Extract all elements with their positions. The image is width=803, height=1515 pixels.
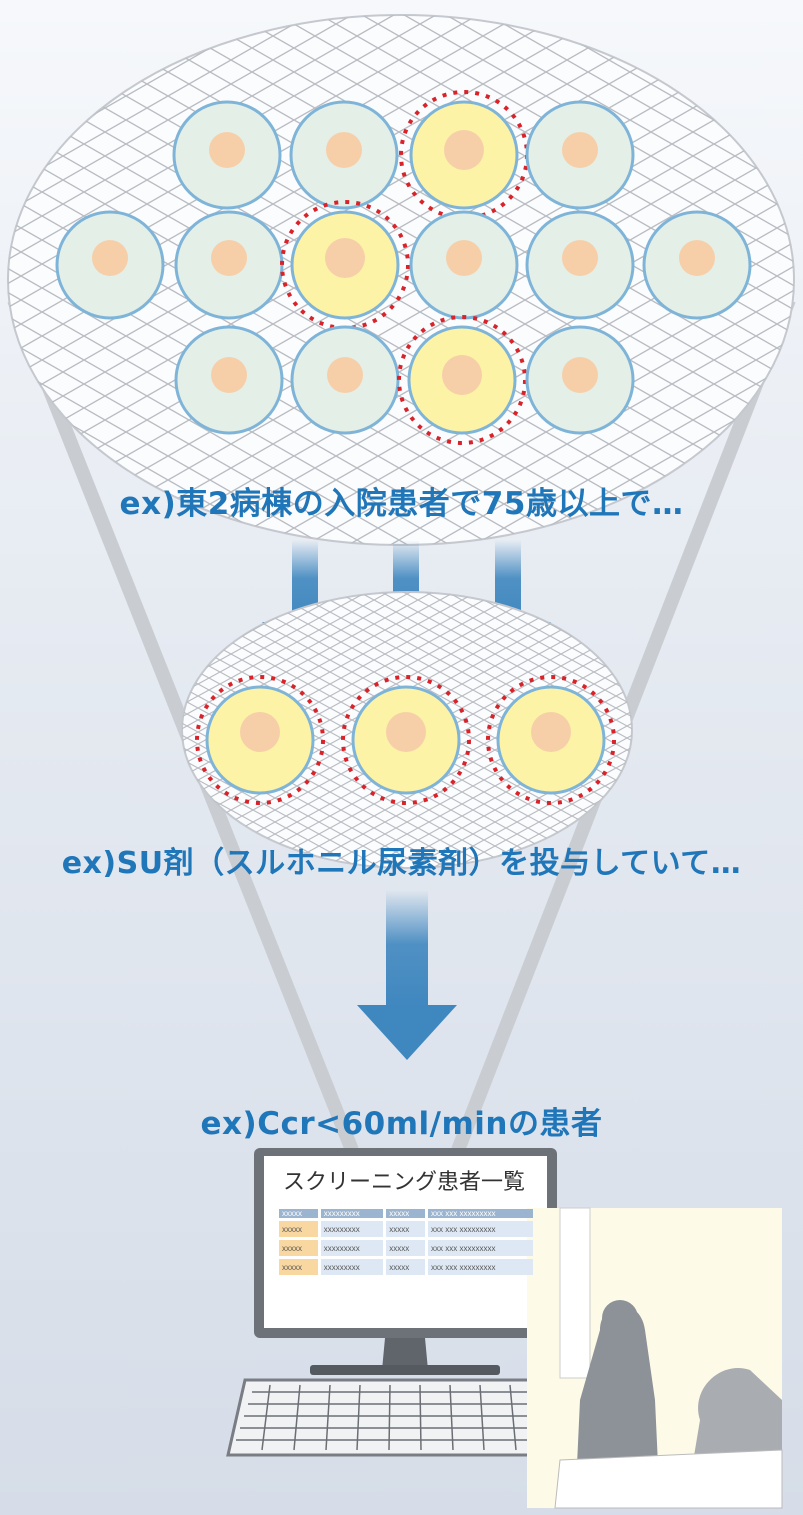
table-cell: xxxxx: [279, 1240, 318, 1256]
table-cell: xxx xxx xxxxxxxxx: [428, 1221, 533, 1237]
step3-caption: ex)Ccr<60ml/minの患者: [200, 1106, 603, 1142]
table-header-cell: xxx xxx xxxxxxxxx: [428, 1209, 533, 1218]
table-cell: xxx xxx xxxxxxxxx: [428, 1259, 533, 1275]
table-cell: xxxxx: [279, 1221, 318, 1237]
highlight-ring: [341, 675, 471, 805]
highlight-ring: [397, 315, 527, 445]
nurse-patient-illustration: [527, 1207, 783, 1509]
screening-list-table: xxxxx xxxxxxxxx xxxxx xxx xxx xxxxxxxxx …: [276, 1206, 536, 1278]
table-cell: xxxxx: [386, 1259, 426, 1275]
table-row: xxxxx xxxxxxxxx xxxxx xxx xxx xxxxxxxxx: [279, 1259, 533, 1275]
face-hints: [92, 130, 715, 395]
table-cell: xxxxxxxxx: [320, 1221, 384, 1237]
table-header-cell: xxxxxxxxx: [320, 1209, 384, 1218]
table-cell: xxxxxxxxx: [320, 1259, 384, 1275]
table-row: xxxxx xxxxxxxxx xxxxx xxx xxx xxxxxxxxx: [279, 1221, 533, 1237]
selected-people: [195, 675, 616, 805]
highlight-ring: [195, 675, 325, 805]
table-cell: xxxxx: [279, 1259, 318, 1275]
table-cell: xxxxx: [386, 1221, 426, 1237]
keyboard-icon: [226, 1378, 588, 1457]
highlight-ring: [280, 200, 410, 330]
table-cell: xxxxxxxxx: [320, 1240, 384, 1256]
step1-caption: ex)東2病棟の入院患者で75歳以上で…: [119, 486, 684, 522]
table-row: xxxxx xxxxxxxxx xxxxx xxx xxx xxxxxxxxx: [279, 1240, 533, 1256]
table-header-row: xxxxx xxxxxxxxx xxxxx xxx xxx xxxxxxxxx: [279, 1209, 533, 1218]
table-header-cell: xxxxx: [279, 1209, 318, 1218]
filter-arrow-2: [357, 890, 457, 1060]
step2-caption: ex)SU剤（スルホニル尿素剤）を投与していて…: [61, 846, 742, 881]
table-header-cell: xxxxx: [386, 1209, 426, 1218]
table-cell: xxx xxx xxxxxxxxx: [428, 1240, 533, 1256]
screening-list-title: スクリーニング患者一覧: [282, 1170, 525, 1195]
highlight-ring: [486, 675, 616, 805]
table-cell: xxxxx: [386, 1240, 426, 1256]
